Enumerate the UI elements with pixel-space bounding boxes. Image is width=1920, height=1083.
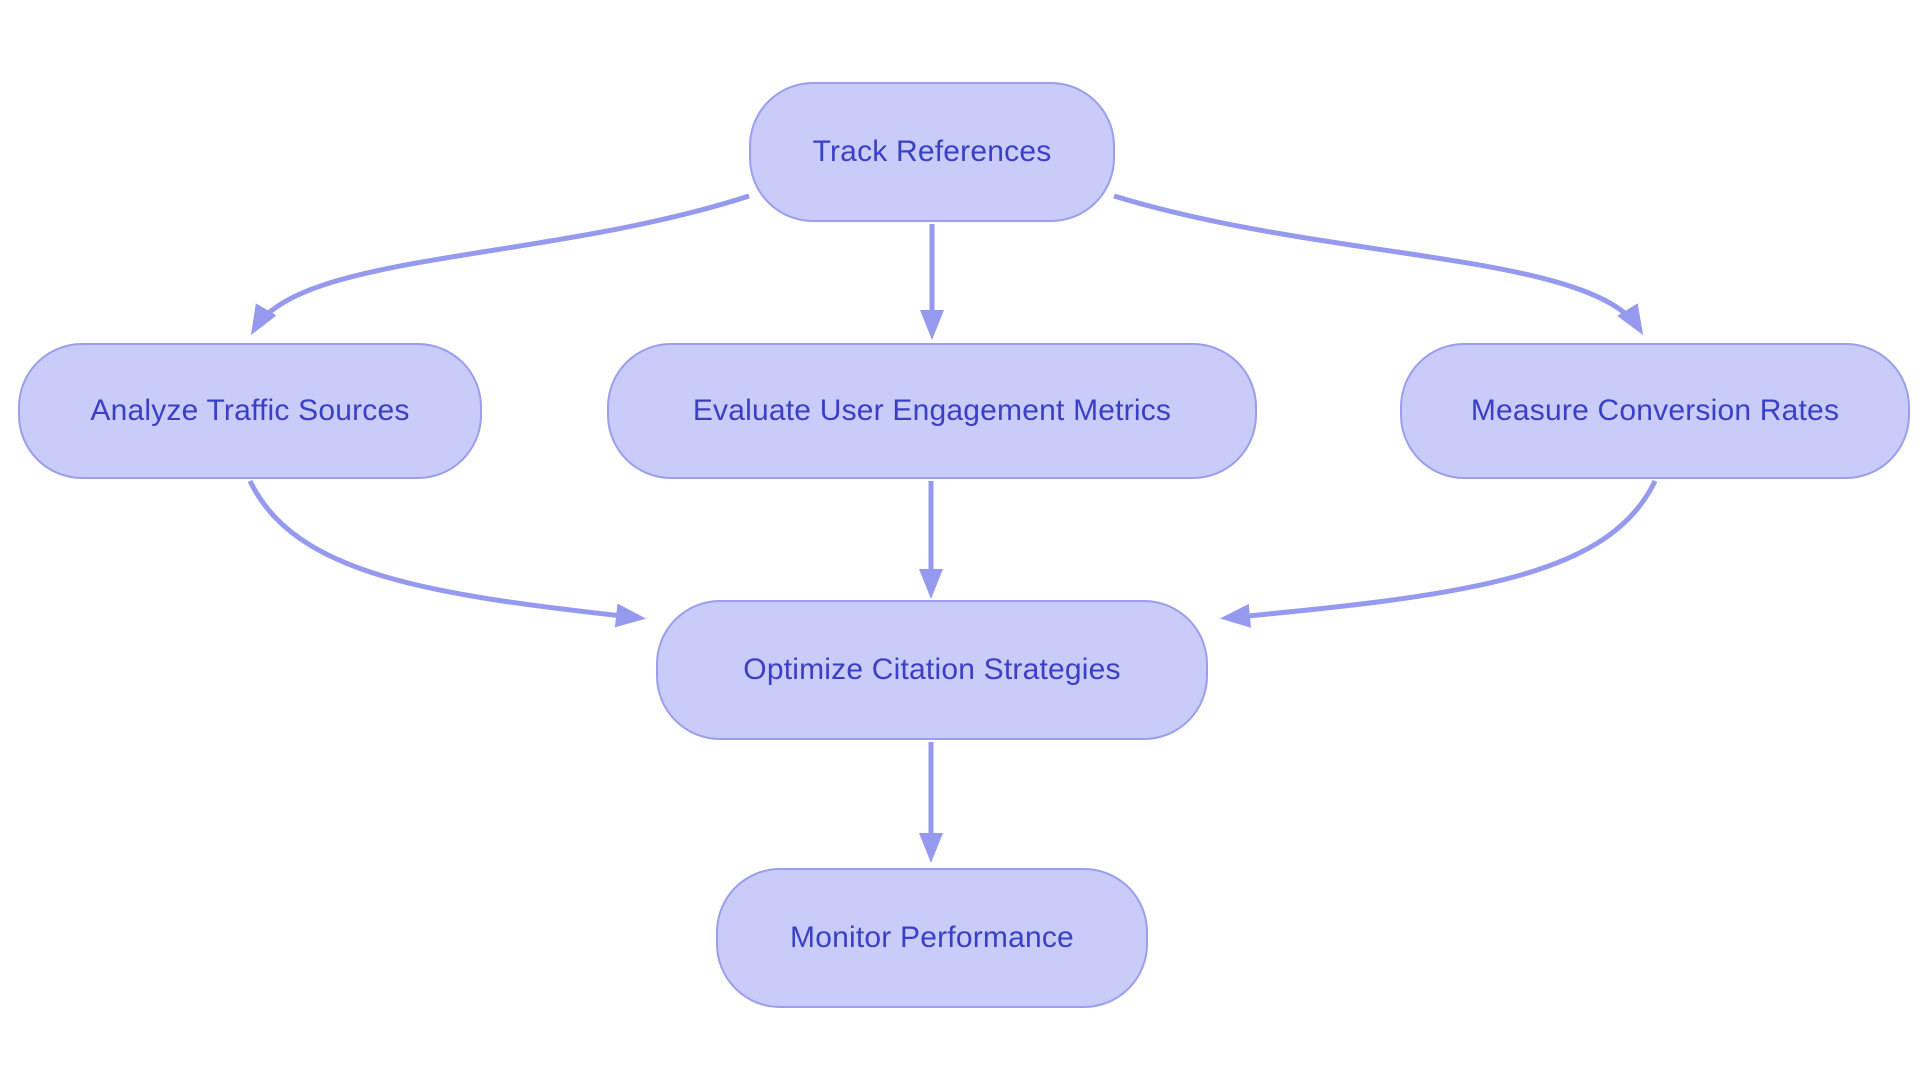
edge-measure-conversion-rates-to-optimize-citation-strategies [1220, 479, 1658, 628]
node-track-references-label: Track References [812, 135, 1052, 168]
node-measure-conversion-rates: Measure Conversion Rates [1400, 343, 1910, 479]
node-track-references: Track References [749, 82, 1115, 222]
node-evaluate-user-engagement-metrics: Evaluate User Engagement Metrics [607, 343, 1257, 479]
edge-track-references-to-measure-conversion-rates [1113, 193, 1644, 336]
node-optimize-citation-strategies-label: Optimize Citation Strategies [743, 653, 1121, 686]
node-measure-conversion-rates-label: Measure Conversion Rates [1470, 394, 1840, 427]
edge-track-references-to-analyze-traffic-sources [250, 193, 750, 336]
node-evaluate-user-engagement-metrics-label: Evaluate User Engagement Metrics [692, 394, 1172, 427]
node-monitor-performance: Monitor Performance [716, 868, 1148, 1008]
node-optimize-citation-strategies: Optimize Citation Strategies [656, 600, 1208, 740]
node-analyze-traffic-sources: Analyze Traffic Sources [18, 343, 482, 479]
node-analyze-traffic-sources-label: Analyze Traffic Sources [90, 394, 410, 427]
node-monitor-performance-label: Monitor Performance [790, 921, 1074, 954]
edge-analyze-traffic-sources-to-optimize-citation-strategies [247, 479, 646, 628]
